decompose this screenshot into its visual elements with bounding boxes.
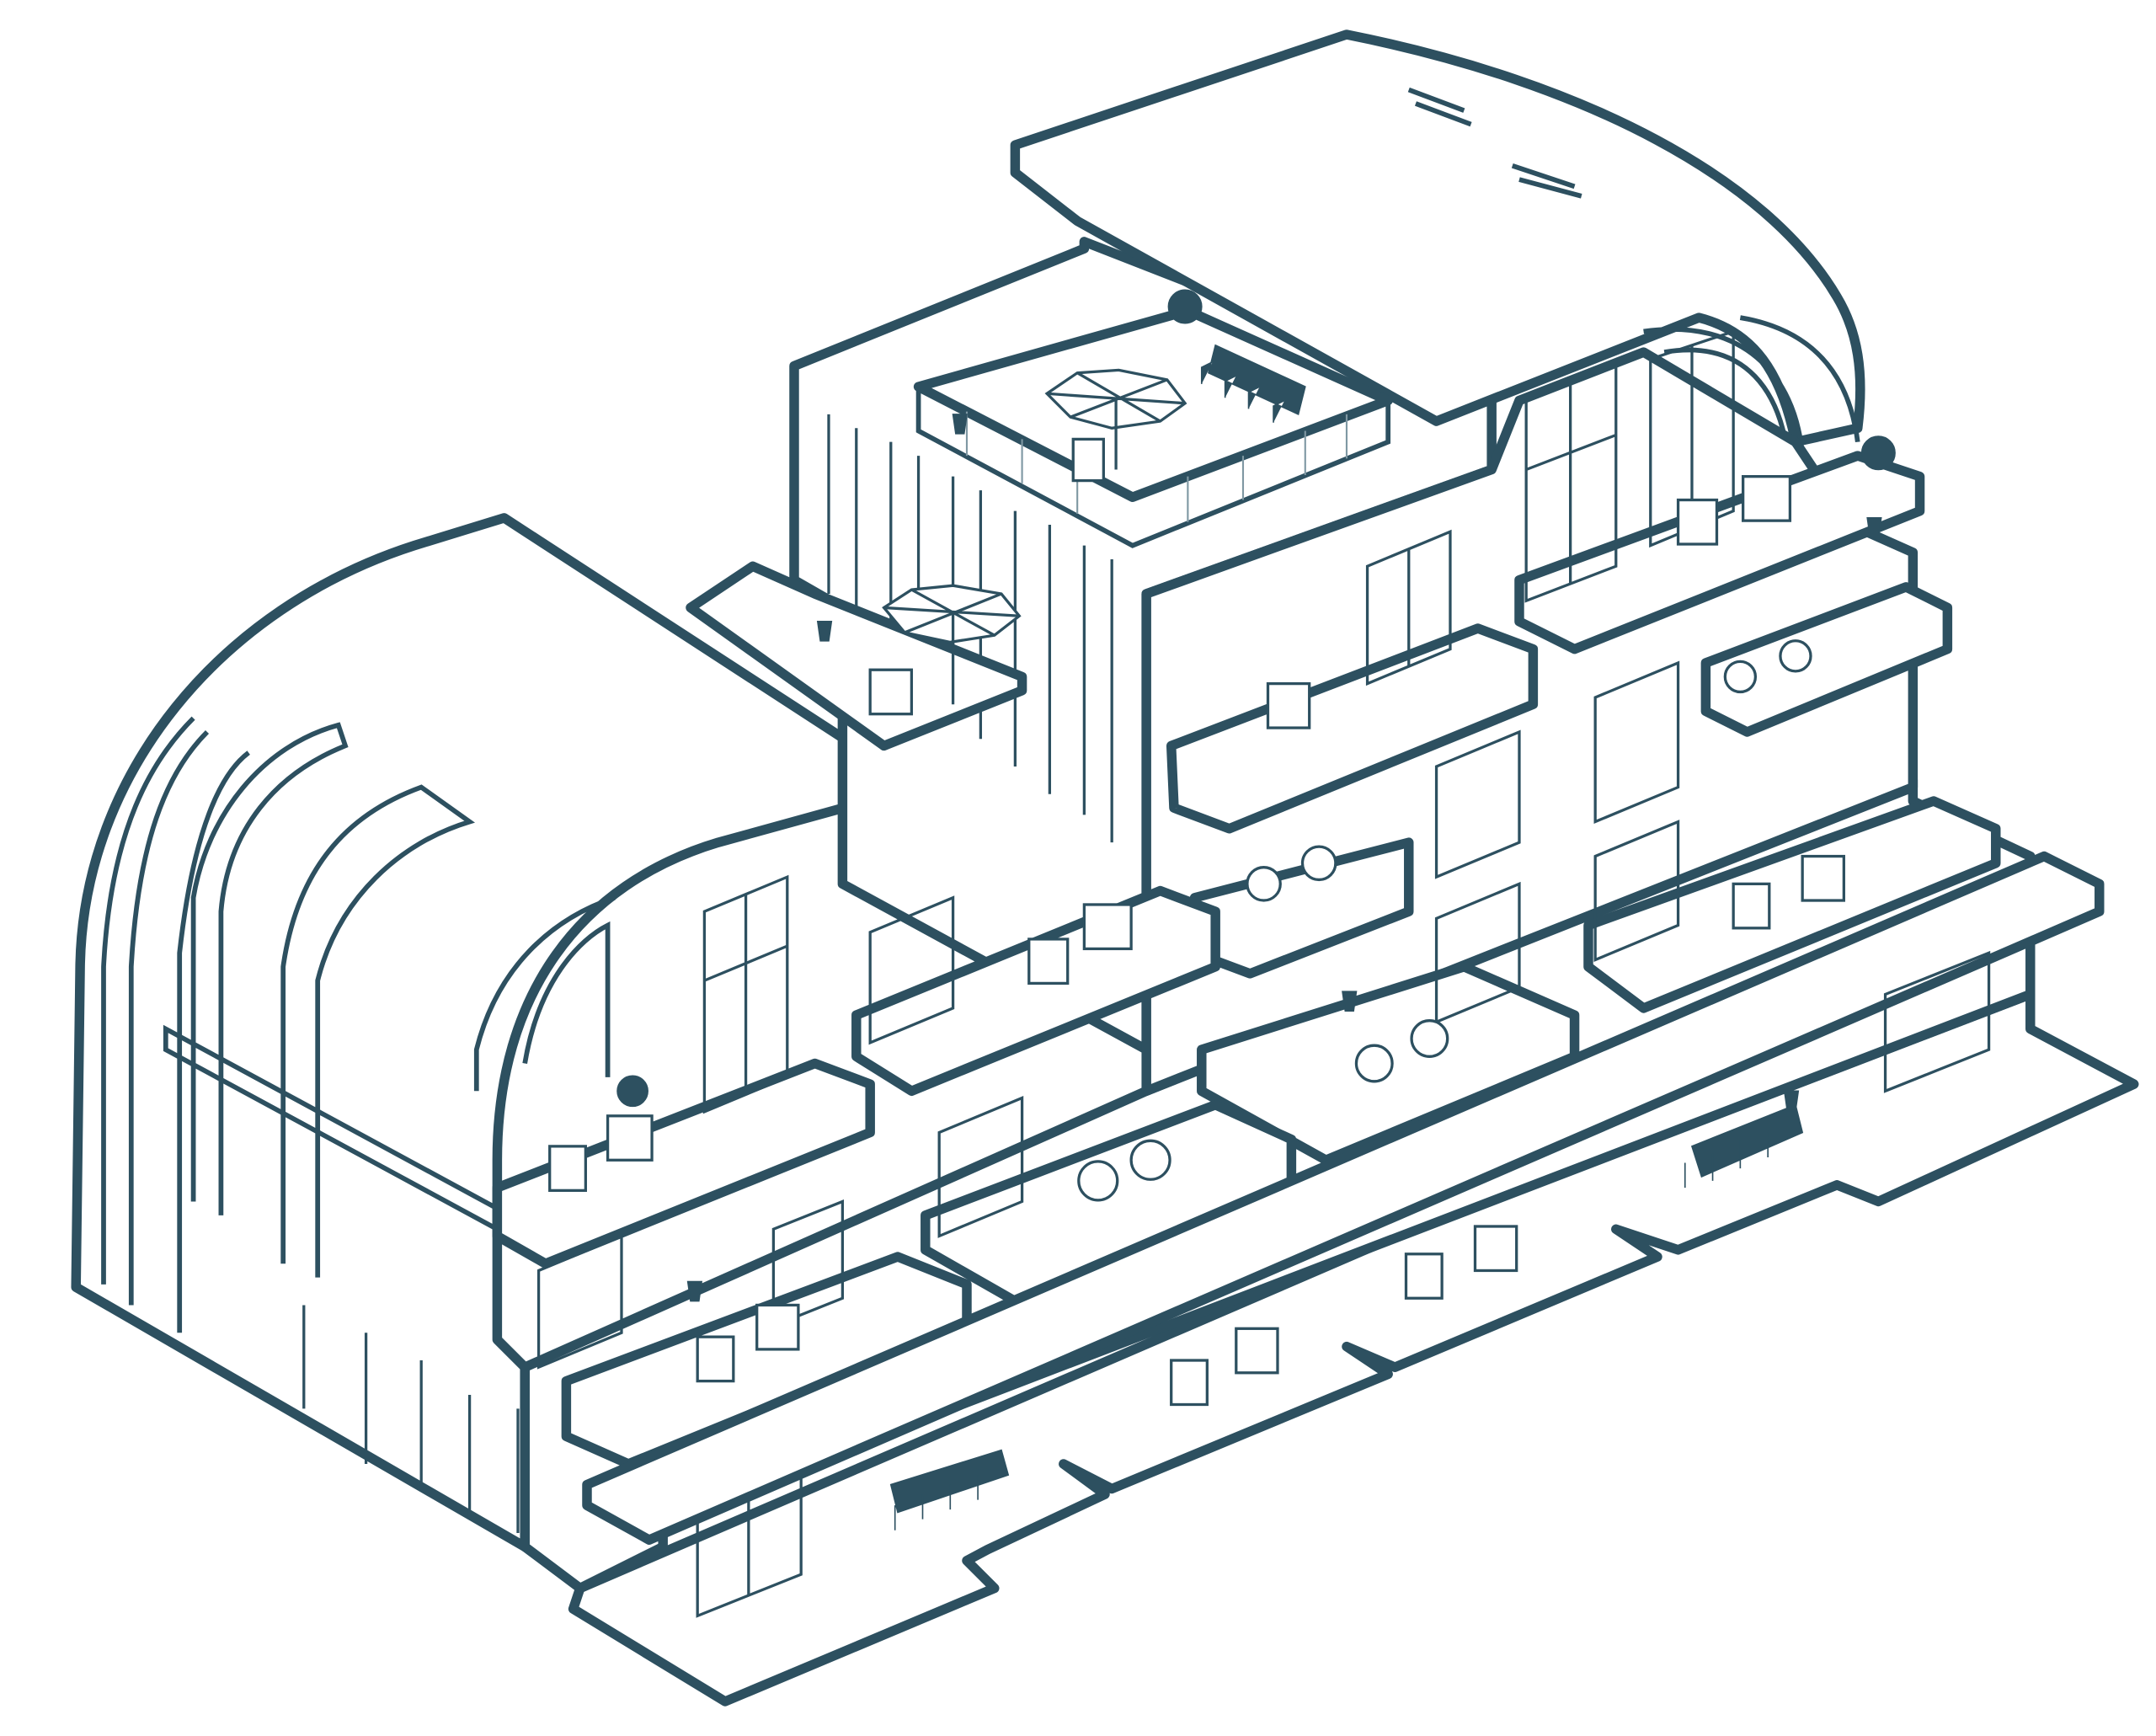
chair bbox=[1071, 437, 1105, 483]
chair bbox=[1732, 882, 1771, 930]
egg-chair bbox=[1129, 1139, 1171, 1181]
window bbox=[1365, 529, 1452, 686]
balcony bbox=[686, 561, 1027, 751]
dining-set bbox=[889, 1449, 1010, 1530]
window bbox=[771, 1199, 845, 1328]
top-terrace-glass bbox=[965, 411, 1348, 522]
left-vault-building bbox=[71, 513, 924, 1552]
vault-arch-window-3 bbox=[473, 895, 616, 1092]
chair bbox=[1473, 1225, 1518, 1273]
egg-chair bbox=[1723, 660, 1758, 694]
plant bbox=[1167, 289, 1203, 324]
patio-umbrella bbox=[1044, 368, 1187, 470]
chair bbox=[1170, 1359, 1209, 1407]
window bbox=[702, 874, 789, 1114]
vault-rib-1 bbox=[101, 716, 195, 1285]
dining-set bbox=[1684, 1103, 1804, 1188]
plant bbox=[616, 1075, 648, 1108]
balcony bbox=[1166, 623, 1539, 834]
roof-hatching bbox=[1407, 87, 1582, 199]
window bbox=[1593, 660, 1680, 825]
balcony bbox=[1700, 582, 1953, 737]
window bbox=[1434, 729, 1521, 879]
egg-chair bbox=[1300, 845, 1337, 882]
egg-chair bbox=[1410, 1019, 1449, 1058]
egg-chair bbox=[1354, 1044, 1394, 1083]
windows bbox=[536, 329, 1991, 1618]
egg-chair bbox=[1077, 1160, 1119, 1202]
egg-chair bbox=[1246, 866, 1282, 902]
egg-chair bbox=[1779, 639, 1812, 673]
patio-umbrella bbox=[882, 584, 1022, 705]
window bbox=[1883, 950, 1991, 1093]
balcony bbox=[1514, 451, 1925, 654]
window bbox=[536, 1233, 623, 1370]
canopy-band bbox=[582, 851, 2105, 1545]
chair bbox=[1082, 903, 1133, 951]
window bbox=[1524, 364, 1618, 603]
window bbox=[937, 1096, 1024, 1238]
chair bbox=[868, 668, 914, 716]
chair bbox=[1742, 475, 1792, 522]
balcony bbox=[492, 1058, 875, 1269]
dining-set bbox=[1200, 344, 1306, 423]
chair bbox=[1676, 498, 1719, 546]
chair bbox=[1027, 937, 1070, 986]
chair bbox=[1404, 1253, 1444, 1300]
ground-plate bbox=[568, 989, 2139, 1707]
chair bbox=[548, 1145, 587, 1192]
vault-arch-window-2 bbox=[280, 784, 476, 1278]
chair bbox=[1801, 854, 1846, 902]
balcony bbox=[1583, 796, 2001, 1013]
top-terrace-railing bbox=[915, 387, 1391, 548]
plant bbox=[1860, 435, 1896, 471]
chair bbox=[696, 1335, 735, 1383]
window bbox=[1434, 881, 1521, 1024]
vault-arch-window-1 bbox=[190, 722, 349, 1215]
plant-pot bbox=[686, 414, 1882, 1302]
potted-plants bbox=[616, 289, 1896, 1302]
window bbox=[868, 895, 955, 1045]
chair bbox=[606, 1114, 654, 1162]
vault-rib-2 bbox=[128, 729, 210, 1306]
vault-arch-inner bbox=[522, 921, 611, 1077]
window bbox=[1649, 329, 1735, 548]
window bbox=[1593, 820, 1680, 962]
lounge-chairs bbox=[548, 437, 1846, 1407]
left-ground-doors bbox=[302, 1305, 520, 1533]
window bbox=[696, 1475, 803, 1618]
chair bbox=[1235, 1327, 1279, 1375]
vault-rib-3 bbox=[177, 750, 250, 1333]
chair bbox=[755, 1303, 800, 1351]
chair bbox=[1266, 681, 1311, 729]
top-curved-roof bbox=[1010, 29, 1865, 447]
